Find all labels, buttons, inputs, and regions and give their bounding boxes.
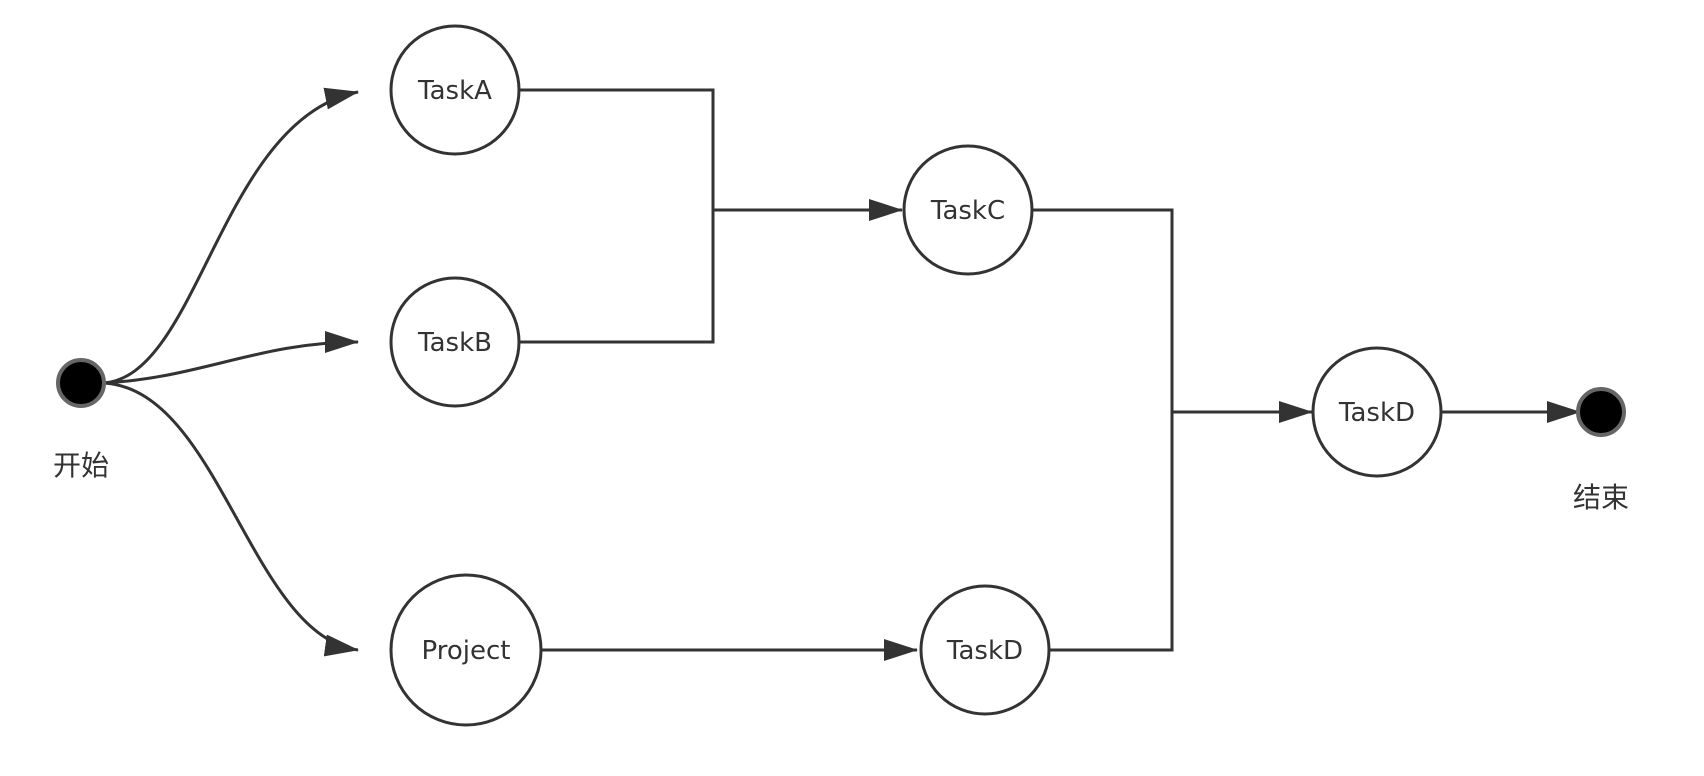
node-taskb-label: TaskB	[417, 328, 492, 358]
edge-taskc-to-taskd	[1033, 208, 1174, 412]
node-taskd-bottom: TaskD	[919, 584, 1051, 716]
node-taskd-top: TaskD	[1311, 346, 1443, 478]
edge-start-to-project	[103, 381, 359, 657]
edge-taskd-bottom-to-taskd	[1050, 412, 1174, 652]
end-node	[1576, 387, 1626, 437]
end-label: 结束	[1573, 481, 1629, 514]
node-taska-label: TaskA	[417, 76, 492, 106]
node-taskd-bottom-label: TaskD	[946, 636, 1023, 666]
edge-start-to-taska	[103, 87, 359, 385]
edge-taska-to-taskc	[520, 88, 715, 210]
node-taskc-label: TaskC	[930, 196, 1005, 226]
start-node	[56, 358, 106, 408]
node-project: Project	[389, 573, 543, 727]
start-label: 开始	[53, 449, 109, 482]
node-taskb: TaskB	[389, 276, 521, 408]
node-taska: TaskA	[389, 24, 521, 156]
edge-start-to-taskb	[103, 331, 359, 385]
node-taskd-top-label: TaskD	[1338, 398, 1415, 428]
edge-taskb-to-taskc	[520, 210, 715, 344]
node-taskc: TaskC	[902, 144, 1034, 276]
node-project-label: Project	[422, 636, 511, 666]
